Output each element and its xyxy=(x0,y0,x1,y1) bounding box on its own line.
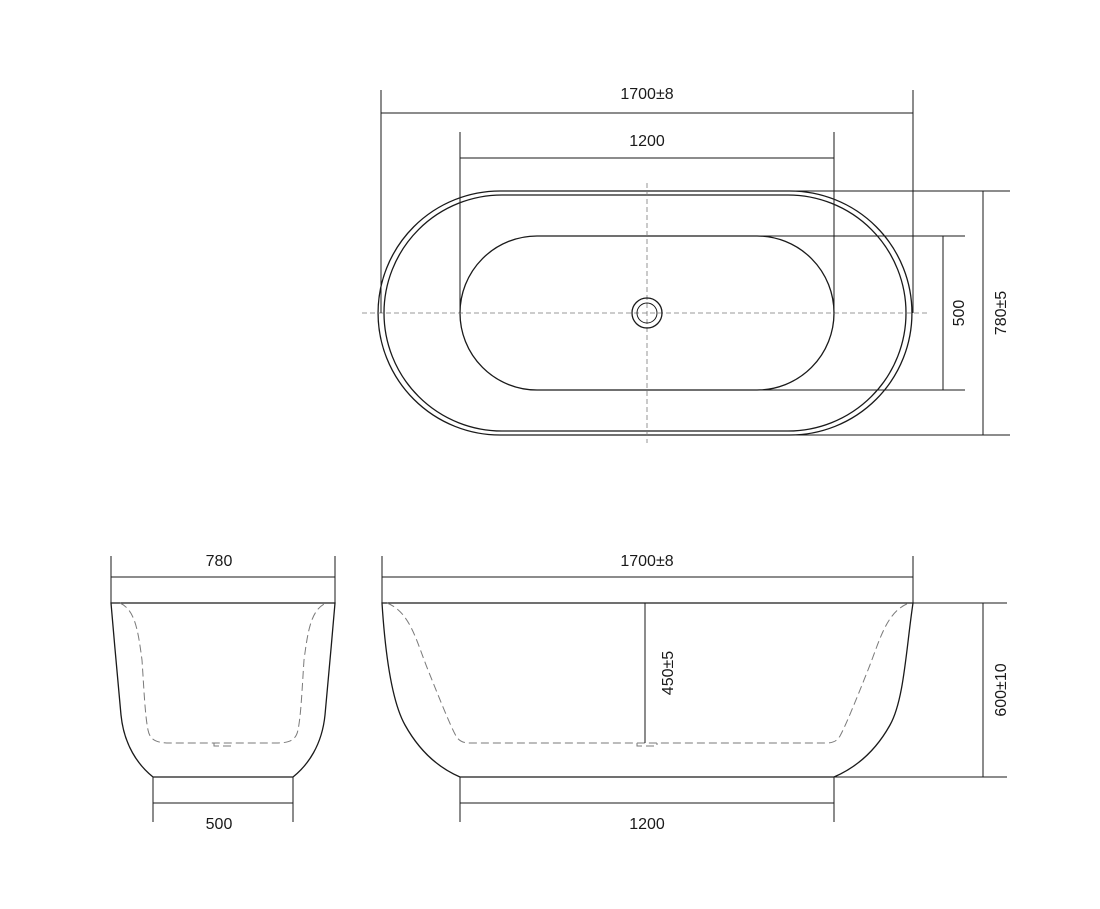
dimension-label-top-inner-length: 1200 xyxy=(629,133,665,150)
end-view-outline xyxy=(110,602,336,778)
dimension-side-overall-length: 1700±8 xyxy=(381,553,914,603)
dimension-label-side-overall-height: 600±10 xyxy=(993,663,1010,716)
dimension-label-top-overall-width: 780±5 xyxy=(993,291,1010,335)
tub-outer-rim-inner-edge xyxy=(383,194,907,432)
side-view-drain-hint xyxy=(636,743,658,747)
dimension-overall-length: 1700±8 xyxy=(380,86,914,313)
dimension-label-end-top-width: 780 xyxy=(206,553,233,570)
dimension-inner-length: 1200 xyxy=(459,132,835,313)
dimension-label-top-overall-length: 1700±8 xyxy=(620,86,673,103)
dimension-end-base-width: 500 xyxy=(152,777,294,833)
dimension-label-side-base-length: 1200 xyxy=(629,816,665,833)
drain-inner xyxy=(636,302,658,324)
dimension-overall-width: 780±5 xyxy=(762,190,1010,436)
dimension-side-base-length: 1200 xyxy=(459,777,835,833)
dimension-label-side-overall-length: 1700±8 xyxy=(620,553,673,570)
dimension-label-top-inner-width: 500 xyxy=(951,300,968,327)
side-view: 1700±8 450±5 600±10 1200 xyxy=(381,553,1010,833)
drain-outer xyxy=(631,297,663,329)
dimension-side-overall-height: 600±10 xyxy=(834,602,1010,778)
dimension-label-side-inner-depth: 450±5 xyxy=(660,651,677,695)
dimension-inner-width: 500 xyxy=(757,235,968,391)
end-view-drain-hint xyxy=(213,743,233,747)
end-view-hidden-interior xyxy=(119,602,327,744)
side-view-hidden-interior xyxy=(386,602,910,744)
top-view: 1700±8 1200 500 780±5 xyxy=(362,86,1010,443)
dimension-end-top-width: 780 xyxy=(110,553,336,603)
end-view: 780 500 xyxy=(110,553,336,833)
dimension-label-end-base-width: 500 xyxy=(206,816,233,833)
side-view-outline xyxy=(381,602,914,778)
